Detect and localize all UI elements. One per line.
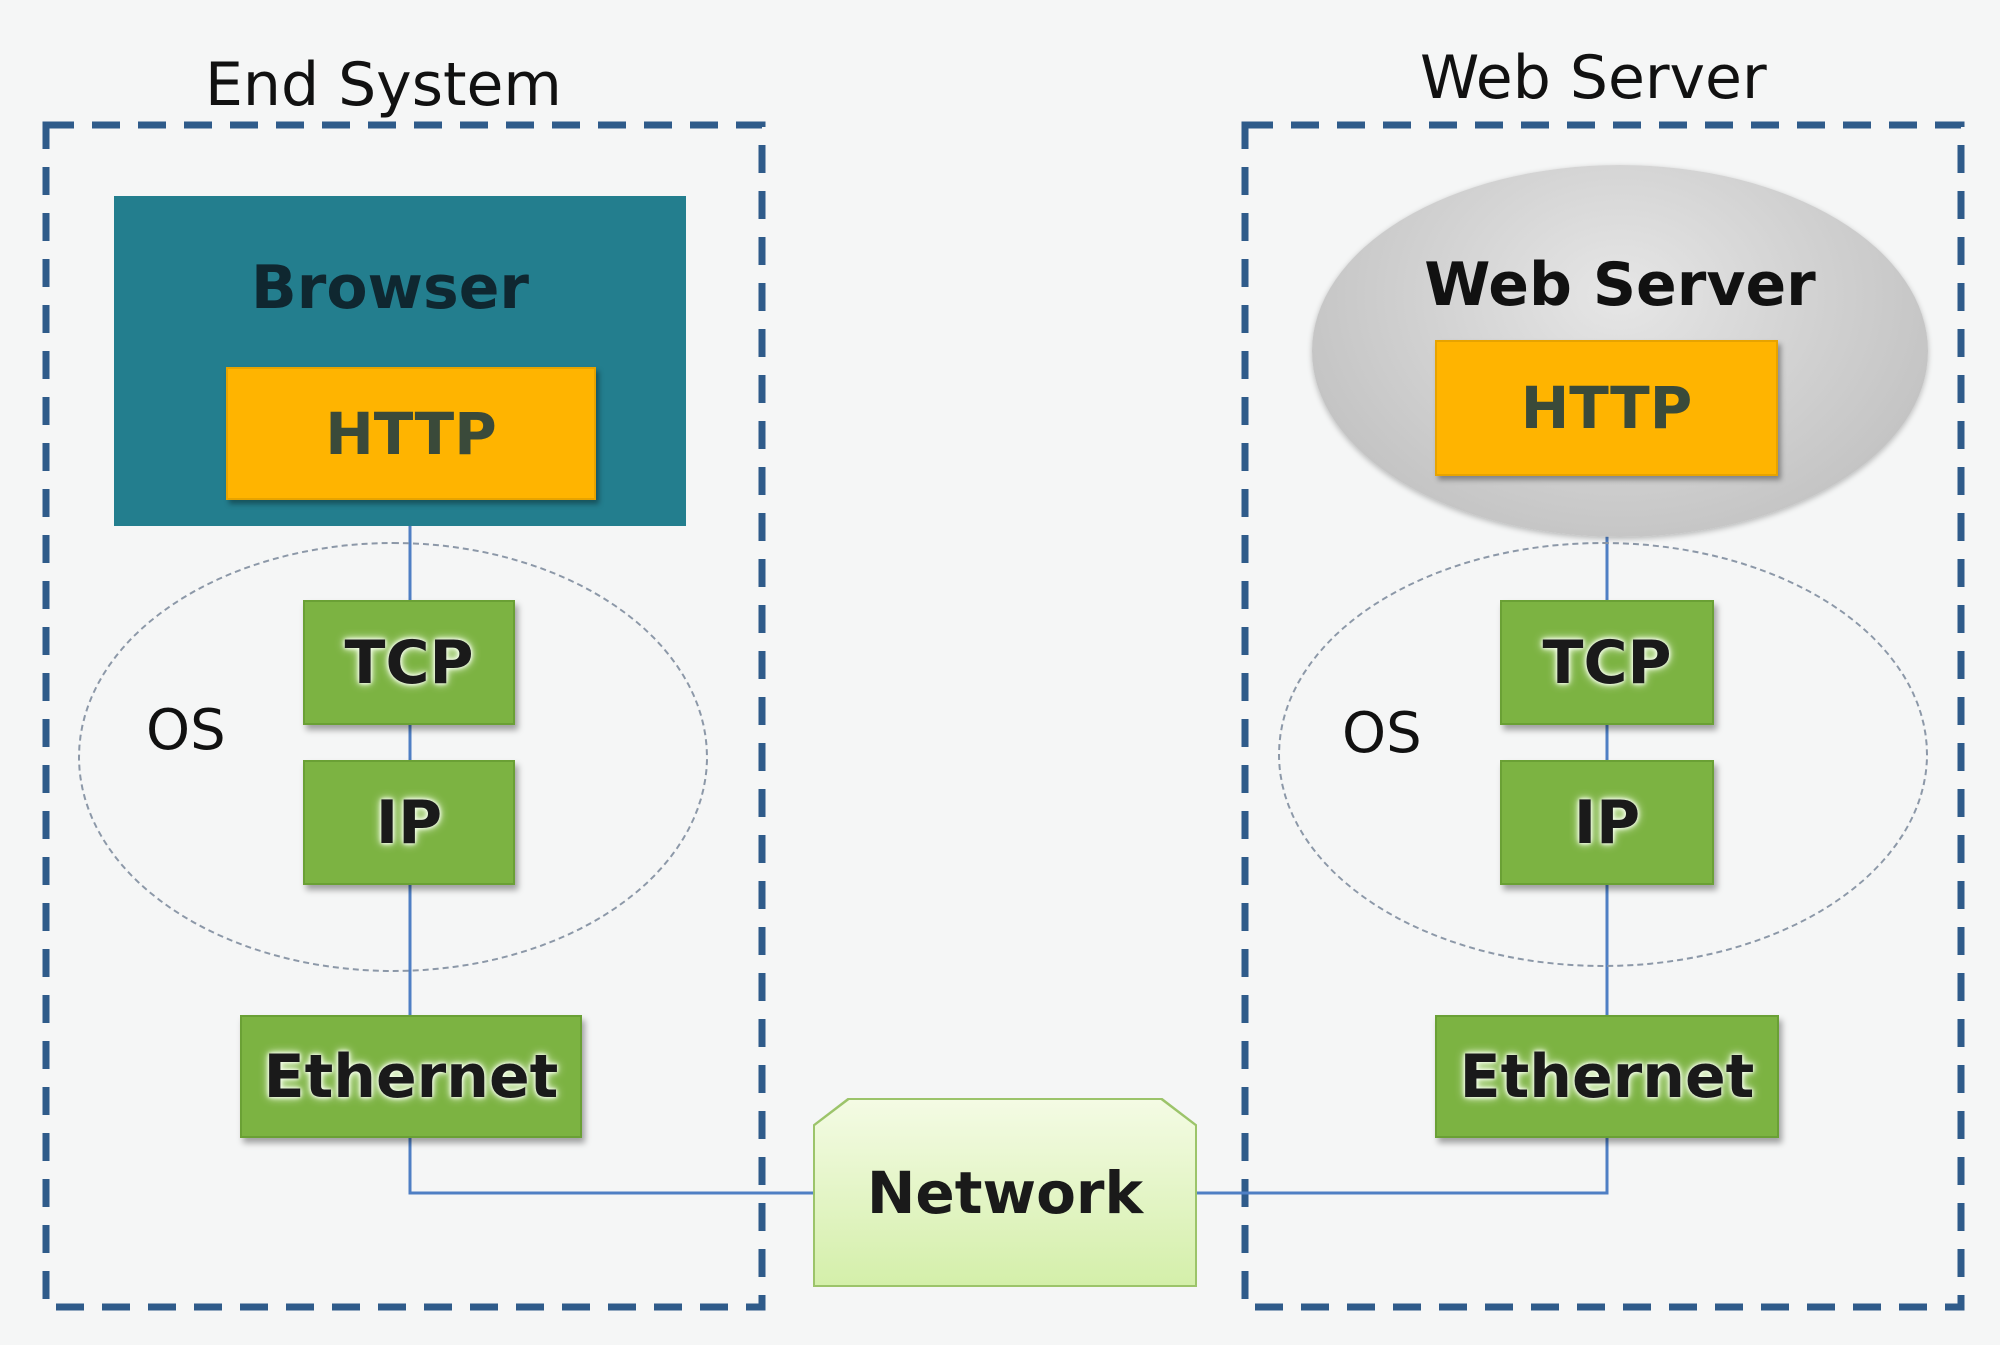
web-server-ethernet-box: Ethernet <box>1435 1015 1779 1138</box>
end-system-title: End System <box>205 50 562 120</box>
web-server-os-ellipse <box>1278 542 1928 967</box>
web-server-title: Web Server <box>1420 43 1767 113</box>
end-system-os-ellipse <box>78 542 708 972</box>
end-system-tcp-box: TCP <box>303 600 515 725</box>
web-server-os-label: OS <box>1342 701 1422 766</box>
web-server-app-label: Web Server <box>1424 250 1816 320</box>
end-system-ethernet-box: Ethernet <box>240 1015 582 1138</box>
network-box: Network <box>815 1100 1195 1285</box>
end-system-http-box: HTTP <box>226 367 596 500</box>
browser-label: Browser <box>251 253 529 323</box>
end-system-ip-box: IP <box>303 760 515 885</box>
web-server-boundary <box>1241 121 1965 1311</box>
end-system-boundary <box>42 121 766 1311</box>
web-server-ip-box: IP <box>1500 760 1714 885</box>
end-system-os-label: OS <box>146 698 226 763</box>
web-server-tcp-box: TCP <box>1500 600 1714 725</box>
left-ethernet-network-line <box>408 1138 818 1195</box>
web-server-http-box: HTTP <box>1435 340 1778 476</box>
right-ethernet-network-line <box>1193 1138 1609 1195</box>
